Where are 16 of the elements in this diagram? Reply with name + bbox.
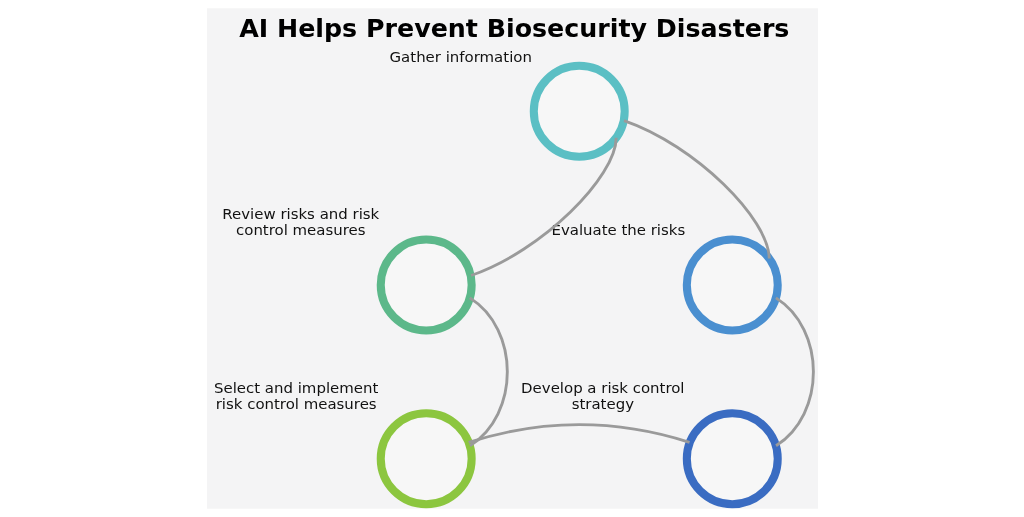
node-circle bbox=[376, 409, 476, 509]
connector bbox=[774, 296, 815, 447]
node-circle bbox=[529, 61, 629, 161]
node-circle bbox=[682, 409, 782, 509]
connector bbox=[622, 119, 771, 259]
node-label: Evaluate the risks bbox=[550, 221, 685, 240]
diagram-title: AI Helps Prevent Biosecurity Disasters bbox=[238, 13, 789, 43]
node-circle bbox=[376, 235, 476, 335]
node-label: Develop a risk control strategy bbox=[520, 379, 685, 414]
node-circle bbox=[682, 235, 782, 335]
node-label: Gather information bbox=[389, 47, 532, 66]
node-label: Select and implement risk control measures bbox=[213, 379, 378, 414]
connector bbox=[467, 423, 690, 444]
connector bbox=[468, 296, 509, 447]
node-label: Review risks and risk control measures bbox=[221, 205, 379, 240]
connector bbox=[470, 137, 618, 277]
